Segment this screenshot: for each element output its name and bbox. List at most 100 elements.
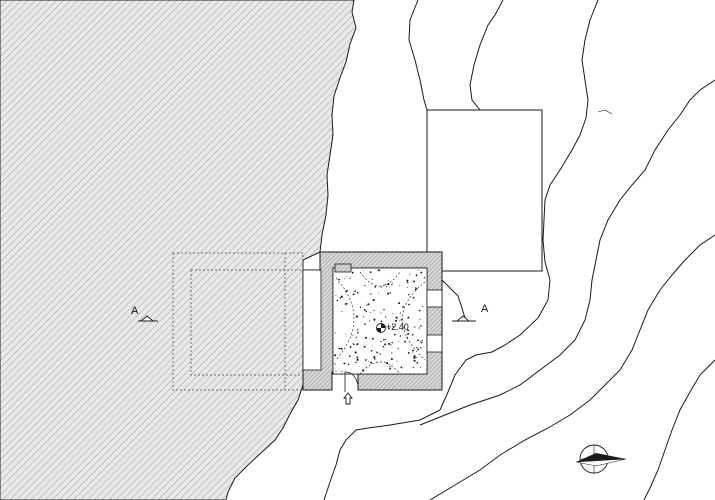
floor-speckle-dot bbox=[392, 282, 394, 284]
floor-speckle-dot bbox=[364, 323, 366, 326]
floor-speckle-dot bbox=[334, 354, 337, 357]
floor-speckle-dot bbox=[418, 309, 421, 312]
floor-speckle-dot bbox=[356, 343, 359, 346]
section-label-left: A bbox=[131, 305, 139, 317]
adjacent-platform-outline bbox=[426, 109, 543, 272]
floor-speckle-dot bbox=[415, 287, 417, 289]
floor-speckle-dot bbox=[392, 325, 394, 328]
floor-speckle-dot bbox=[389, 367, 392, 370]
floor-speckle-dot bbox=[398, 340, 400, 342]
contour-line-1 bbox=[408, 0, 428, 111]
floor-speckle-dot bbox=[347, 363, 350, 366]
contour-line-2 bbox=[469, 0, 504, 111]
floor-speckle-dot bbox=[398, 302, 401, 305]
floor-speckle-dot bbox=[371, 278, 373, 280]
floor-speckle-dot bbox=[386, 292, 390, 295]
section-label-right: A bbox=[481, 303, 489, 315]
floor-speckle-dot bbox=[341, 310, 343, 313]
floor-speckle-dot bbox=[359, 306, 362, 308]
floor-speckle-dot bbox=[372, 299, 375, 302]
floor-speckle-dot bbox=[369, 271, 372, 274]
floor-speckle-dot bbox=[384, 316, 387, 318]
floor-speckle-dot bbox=[345, 290, 347, 293]
floor-speckle-dot bbox=[388, 365, 391, 368]
floor-speckle-dot bbox=[376, 351, 379, 354]
contour-line-4 bbox=[419, 79, 715, 426]
floor-speckle-dot bbox=[383, 308, 385, 311]
floor-speckle-dot bbox=[391, 283, 393, 286]
floor-speckle-dot bbox=[374, 286, 377, 288]
floor-speckle-dot bbox=[349, 346, 352, 348]
floor-speckle-dot bbox=[345, 333, 346, 335]
floor-speckle-dot bbox=[394, 319, 398, 322]
floor-speckle-dot bbox=[392, 313, 394, 315]
floor-speckle-dot bbox=[407, 294, 410, 296]
floor-speckle-dot bbox=[377, 292, 379, 294]
floor-speckle-dot bbox=[399, 285, 401, 287]
floor-speckle-dot bbox=[370, 349, 373, 352]
floor-speckle-dot bbox=[412, 352, 414, 354]
floor-speckle-dot bbox=[338, 278, 340, 281]
interior-niche bbox=[302, 269, 322, 371]
floor-speckle-dot bbox=[362, 369, 365, 372]
floor-speckle-dot bbox=[420, 341, 423, 344]
floor-speckle-dot bbox=[407, 329, 410, 332]
floor-speckle-dot bbox=[370, 293, 372, 295]
floor-speckle-dot bbox=[356, 356, 359, 359]
floor-speckle-dot bbox=[370, 361, 373, 364]
floor-speckle-dot bbox=[368, 360, 370, 362]
contour-line-7 bbox=[441, 279, 466, 319]
elevation-label: +2.40 bbox=[386, 322, 409, 332]
floor-speckle-dot bbox=[355, 336, 357, 338]
floor-speckle-dot bbox=[423, 277, 426, 279]
floor-speckle-dot bbox=[382, 345, 385, 348]
floor-speckle-dot bbox=[397, 348, 399, 350]
floor-speckle-dot bbox=[420, 325, 422, 327]
floor-speckle-dot bbox=[420, 271, 423, 274]
dashed-outline-outer bbox=[172, 252, 304, 391]
floor-speckle-dot bbox=[402, 306, 405, 308]
floor-speckle-dot bbox=[398, 320, 400, 322]
floor-speckle-dot bbox=[377, 269, 381, 272]
floor-speckle-dot bbox=[420, 347, 422, 349]
floor-speckle-dot bbox=[357, 331, 359, 334]
floor-speckle-dot bbox=[344, 303, 347, 305]
floor-speckle-dot bbox=[354, 290, 356, 293]
floor-speckle-dot bbox=[364, 284, 366, 287]
room-floor bbox=[332, 267, 428, 375]
floor-speckle-dot bbox=[413, 356, 416, 359]
floor-speckle-dot bbox=[391, 352, 393, 354]
floor-speckle-dot bbox=[416, 356, 418, 359]
floor-speckle-dot bbox=[417, 339, 419, 342]
floor-speckle-dot bbox=[339, 297, 342, 299]
floor-speckle-dot bbox=[334, 332, 336, 334]
vault-arc-left bbox=[335, 277, 355, 361]
floor-speckle-dot bbox=[372, 337, 374, 340]
floor-speckle-dot bbox=[348, 355, 351, 358]
floor-speckle-dot bbox=[355, 359, 357, 361]
floor-speckle-dot bbox=[393, 333, 396, 336]
floor-speckle-dot bbox=[356, 291, 359, 294]
floor-speckle-dot bbox=[385, 338, 387, 340]
floor-speckle-dot bbox=[366, 304, 368, 306]
floor-speckle-dot bbox=[341, 371, 343, 373]
floor-speckle-dot bbox=[355, 361, 357, 364]
floor-speckle-dot bbox=[412, 367, 414, 369]
floor-speckle-dot bbox=[336, 299, 339, 302]
floor-speckle-dot bbox=[399, 335, 402, 337]
section-marker-right: A bbox=[452, 303, 489, 322]
floor-speckle-dot bbox=[414, 288, 418, 291]
floor-speckle-dot bbox=[390, 344, 392, 346]
floor-speckle-dot bbox=[406, 281, 409, 284]
floor-speckle-dot bbox=[407, 316, 410, 319]
vault-arc-top bbox=[359, 271, 401, 287]
floor-speckle-dot bbox=[407, 351, 410, 354]
floor-speckle-dot bbox=[388, 342, 391, 345]
window-opening-lower bbox=[426, 334, 443, 353]
floor-speckle-dot bbox=[419, 366, 421, 368]
floor-speckle-dot bbox=[418, 327, 421, 329]
floor-speckle-dot bbox=[421, 339, 423, 342]
floor-speckle-dot bbox=[396, 360, 398, 362]
floor-speckle-dot bbox=[408, 303, 410, 306]
